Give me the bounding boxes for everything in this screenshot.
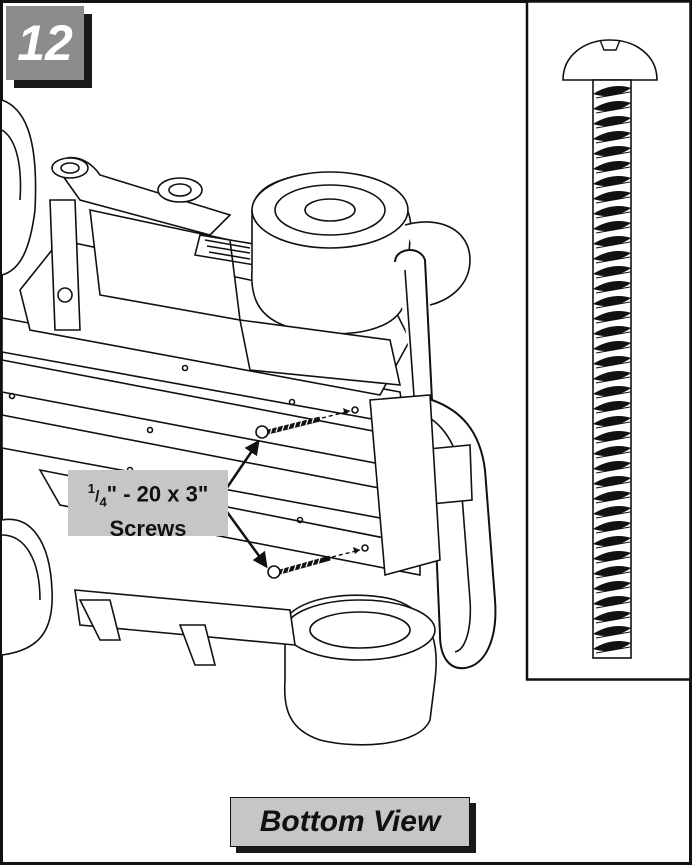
thread-turn: [593, 386, 631, 396]
thread-turn: [593, 611, 631, 621]
vehicle-bottom-view: [1, 99, 497, 746]
thread-turn: [593, 506, 631, 516]
thread-line: [595, 571, 631, 579]
fraction-denominator: 4: [99, 494, 107, 510]
thread-turn: [593, 221, 631, 231]
detail-screw: [562, 39, 658, 659]
thread-turn: [593, 146, 631, 156]
thread-line: [595, 241, 631, 249]
thread-line: [595, 601, 631, 609]
detail-screw-threads: [593, 86, 631, 654]
thread-line: [595, 286, 631, 294]
thread-line: [595, 391, 631, 399]
thread-turn: [593, 341, 631, 351]
thread-line: [595, 586, 631, 594]
thread-turn: [593, 626, 631, 636]
thread-turn: [593, 356, 631, 366]
step-number-badge: 12: [6, 6, 94, 90]
thread-line: [595, 271, 631, 279]
thread-line: [595, 331, 631, 339]
thread-line: [595, 181, 631, 189]
thread-turn: [593, 116, 631, 126]
thread-line: [595, 151, 631, 159]
thread-line: [595, 451, 631, 459]
thread-line: [595, 346, 631, 354]
thread-turn: [593, 191, 631, 201]
thread-line: [595, 541, 631, 549]
thread-line: [595, 361, 631, 369]
thread-line: [595, 421, 631, 429]
thread-line: [595, 301, 631, 309]
thread-turn: [593, 551, 631, 561]
thread-line: [595, 616, 631, 624]
thread-turn: [593, 491, 631, 501]
thread-turn: [593, 296, 631, 306]
thread-turn: [593, 131, 631, 141]
thread-line: [595, 226, 631, 234]
thread-line: [595, 136, 631, 144]
installed-screw-lower: [267, 547, 361, 579]
thread-turn: [593, 101, 631, 111]
thread-line: [595, 556, 631, 564]
thread-turn: [593, 281, 631, 291]
thread-turn: [593, 161, 631, 171]
thread-line: [595, 436, 631, 444]
thread-line: [595, 106, 631, 114]
thread-turn: [593, 371, 631, 381]
screw-callout: 1/4" - 20 x 3" Screws: [68, 470, 228, 541]
thread-line: [595, 376, 631, 384]
thread-line: [595, 481, 631, 489]
thread-turn: [593, 461, 631, 471]
thread-turn: [593, 251, 631, 261]
fraction-numerator: 1: [87, 481, 95, 496]
thread-turn: [593, 176, 631, 186]
thread-line: [595, 211, 631, 219]
thread-turn: [593, 416, 631, 426]
thread-turn: [593, 566, 631, 576]
thread-line: [595, 526, 631, 534]
step-number: 12: [6, 6, 84, 80]
callout-line2: Screws: [109, 515, 187, 541]
thread-turn: [593, 431, 631, 441]
thread-line: [595, 466, 631, 474]
thread-turn: [593, 446, 631, 456]
thread-turn: [593, 521, 631, 531]
thread-line: [595, 406, 631, 414]
thread-line: [595, 646, 631, 654]
thread-line: [595, 511, 631, 519]
thread-turn: [593, 266, 631, 276]
thread-line: [595, 316, 631, 324]
thread-turn: [593, 641, 631, 651]
thread-turn: [593, 536, 631, 546]
thread-line: [595, 166, 631, 174]
thread-line: [595, 91, 631, 99]
thread-line: [595, 256, 631, 264]
callout-text: 1/4" - 20 x 3" Screws: [68, 476, 228, 542]
thread-turn: [593, 581, 631, 591]
thread-turn: [593, 236, 631, 246]
thread-turn: [593, 476, 631, 486]
thread-turn: [593, 206, 631, 216]
view-label: Bottom View: [230, 797, 476, 853]
thread-turn: [593, 326, 631, 336]
thread-turn: [593, 596, 631, 606]
thread-turn: [593, 86, 631, 96]
view-label-text: Bottom View: [230, 797, 470, 847]
thread-line: [595, 496, 631, 504]
fraction-slash: /: [94, 488, 100, 506]
thread-line: [595, 631, 631, 639]
thread-turn: [593, 311, 631, 321]
thread-line: [595, 196, 631, 204]
callout-line1: 1/4" - 20 x 3": [68, 476, 228, 516]
thread-line: [595, 121, 631, 129]
thread-turn: [593, 401, 631, 411]
installed-screw-upper: [255, 408, 351, 439]
callout-size: " - 20 x 3": [106, 481, 209, 507]
